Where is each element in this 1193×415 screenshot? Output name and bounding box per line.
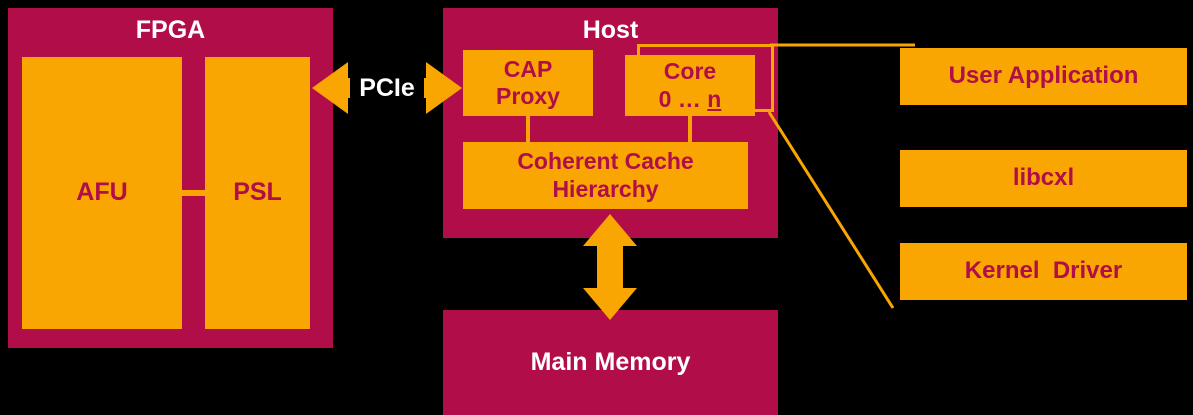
afu-box: AFU [22, 57, 182, 329]
host-title: Host [582, 16, 639, 44]
core-range-prefix: 0 … [658, 85, 708, 112]
libcxl-label: libcxl [1012, 164, 1075, 192]
psl-label: PSL [233, 178, 282, 207]
cache-box: Coherent Cache Hierarchy [463, 142, 748, 209]
cache-label-line2: Hierarchy [552, 175, 659, 202]
core-label-line1: Core [663, 58, 717, 85]
cache-label-line1: Coherent Cache [517, 148, 694, 175]
fpga-title: FPGA [135, 16, 206, 44]
cap-proxy-label-line2: Proxy [496, 83, 560, 109]
psl-box: PSL [205, 57, 310, 329]
pcie-label: PCIe [350, 70, 424, 106]
main-memory-block: Main Memory [443, 310, 778, 415]
cap-proxy-label-line1: CAP [503, 55, 553, 82]
core-kernel-driver-line [767, 111, 895, 309]
cap-proxy-box: CAP Proxy [463, 50, 593, 116]
main-memory-label: Main Memory [530, 348, 691, 376]
libcxl-box: libcxl [900, 150, 1187, 207]
user-application-box: User Application [900, 48, 1187, 105]
core-range-n: n [707, 85, 722, 112]
kernel-driver-label: Kernel Driver [964, 257, 1123, 285]
user-application-label: User Application [948, 62, 1139, 90]
core-box: Core 0 … n [625, 55, 755, 116]
afu-label: AFU [76, 178, 128, 207]
core-label-line2: 0 … n [659, 86, 722, 113]
kernel-driver-box: Kernel Driver [900, 243, 1187, 300]
